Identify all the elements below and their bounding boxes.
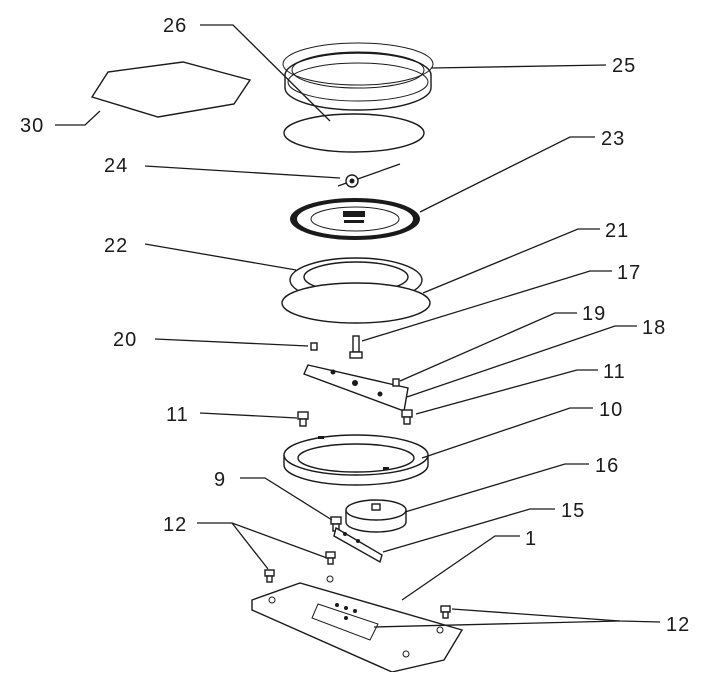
part-30-hexagon [90,61,252,118]
part-26-crystal [283,113,425,153]
callout-17: 17 [617,262,641,284]
part-12-screw-a [325,551,336,565]
callout-12-left: 12 [163,514,187,536]
part-12-screw-c [440,605,451,619]
part-11-screw-left [297,411,309,427]
callout-24: 24 [104,155,128,177]
callout-22: 22 [104,235,128,257]
part-17-stud [349,335,363,359]
callout-10: 10 [599,399,623,421]
part-21-gasket [281,282,431,324]
callout-25: 25 [612,55,636,77]
callout-15: 15 [561,500,585,522]
callout-26: 26 [163,15,187,37]
callout-19: 19 [582,303,606,325]
part-1-base-plate [251,575,464,673]
callout-18: 18 [642,317,666,339]
part-20-screw [310,342,318,351]
part-23-dial [290,198,420,240]
callout-1: 1 [525,528,537,550]
callout-labels: 26 25 30 24 23 22 21 17 20 19 18 11 11 1… [20,15,690,636]
part-15-bracket [333,526,383,564]
part-25-bezel [282,42,434,111]
part-11-screw-right [401,409,413,425]
part-24-pointer [337,163,401,188]
callout-21: 21 [605,220,629,242]
callout-16: 16 [595,455,619,477]
leader-lines [55,24,661,628]
callout-20: 20 [113,329,137,351]
callout-30: 30 [20,115,44,137]
part-12-screw-b [264,569,275,583]
callout-11-right: 11 [603,361,626,383]
part-10-base-ring [283,434,429,486]
callout-12-right: 12 [666,614,690,636]
part-16-drum [345,499,407,533]
callout-9: 9 [214,469,226,491]
callout-23: 23 [601,128,625,150]
part-18-bracket [303,364,409,412]
part-19-screw [392,378,400,387]
callout-11-left: 11 [166,404,189,426]
